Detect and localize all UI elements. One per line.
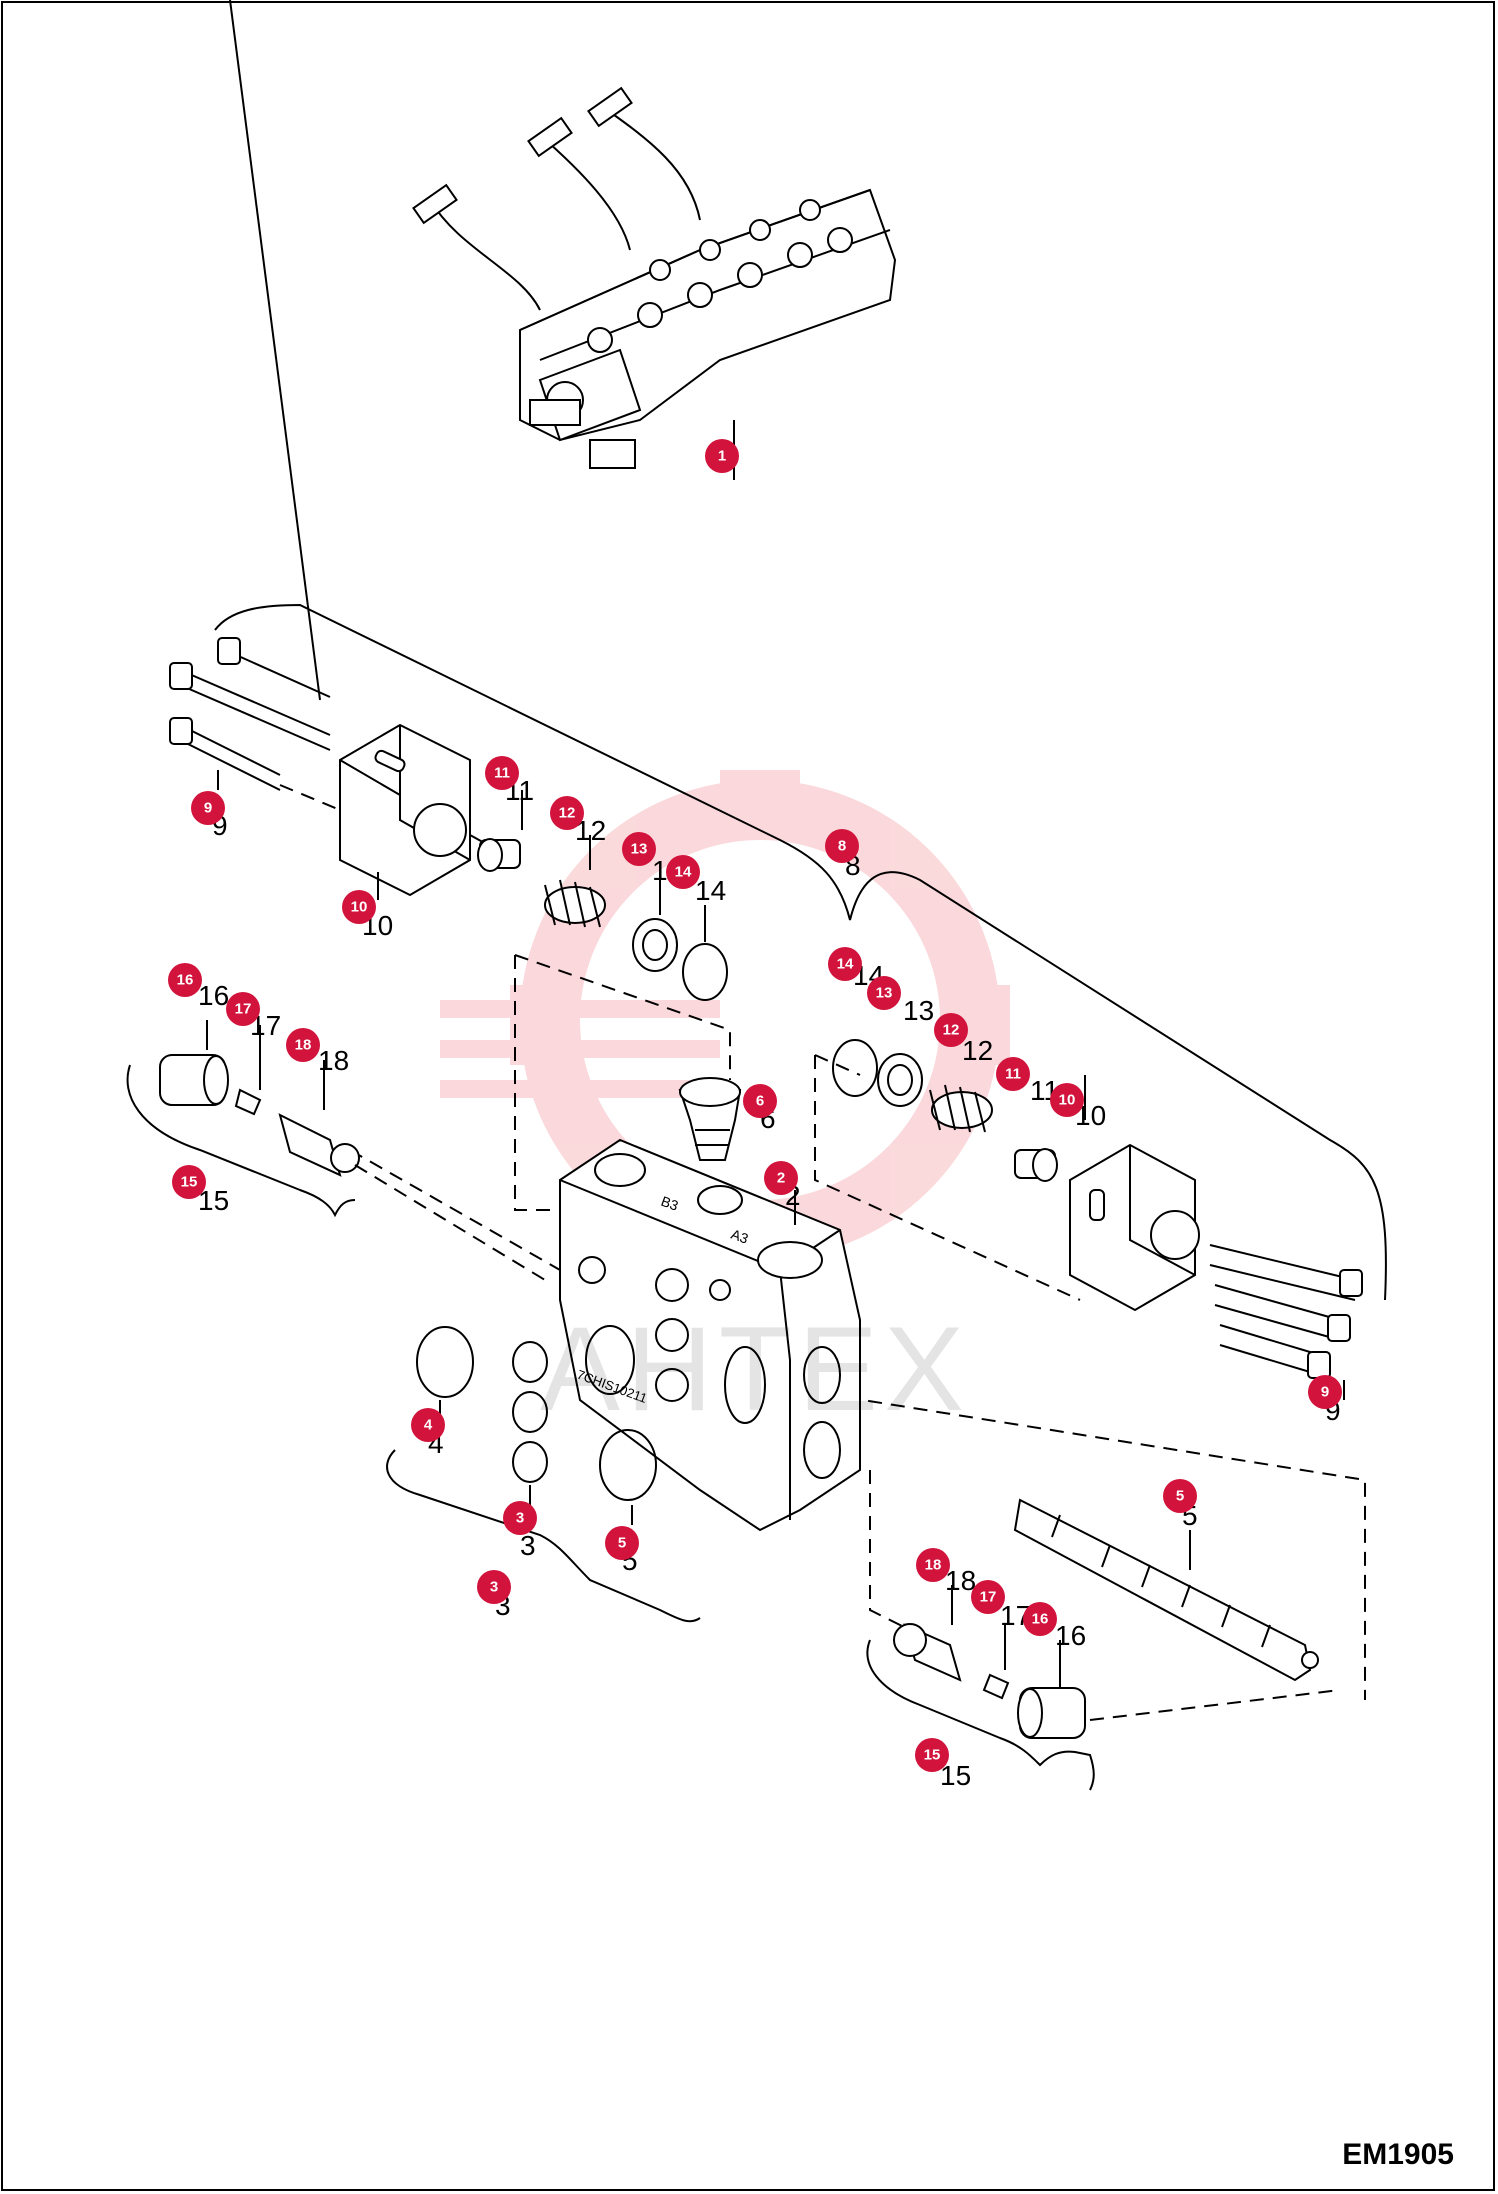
watermark-text: AHTEX [540, 1302, 971, 1436]
svg-text:18: 18 [295, 1037, 312, 1054]
svg-text:18: 18 [925, 1557, 942, 1574]
spool [1013, 1498, 1319, 1682]
svg-text:8: 8 [838, 838, 846, 855]
svg-text:17: 17 [235, 1001, 252, 1018]
callout-14-left: 14 [666, 855, 700, 889]
svg-text:14: 14 [837, 956, 854, 973]
svg-text:13: 13 [876, 985, 893, 1002]
callout-12-right: 12 [934, 1013, 968, 1047]
svg-text:14: 14 [695, 875, 726, 906]
svg-text:11: 11 [494, 765, 510, 782]
relief-valve [678, 1077, 760, 1161]
valve-assembly-overview [412, 86, 897, 480]
spring-set-right [832, 1039, 1363, 1400]
callout-14-right: 14 [828, 947, 862, 981]
svg-text:5: 5 [618, 1535, 626, 1552]
svg-text:12: 12 [943, 1022, 960, 1039]
svg-text:3: 3 [520, 1530, 536, 1561]
cartridge-group-right [866, 1585, 1095, 1791]
svg-text:1: 1 [718, 448, 726, 465]
callout-1: 1 [705, 439, 739, 473]
bracket-item-15-lower [866, 1639, 1095, 1791]
callout-13-right: 13 [867, 976, 901, 1010]
svg-text:14: 14 [675, 864, 692, 881]
svg-text:15: 15 [924, 1747, 941, 1764]
svg-text:13: 13 [631, 841, 648, 858]
end-cap-left [339, 723, 471, 900]
callout-4: 3 [503, 1501, 537, 1535]
callout-10-left: 10 [342, 890, 376, 924]
svg-text:17: 17 [980, 1589, 997, 1606]
svg-text:10: 10 [351, 899, 368, 916]
callout-16-left: 16 [168, 963, 202, 997]
bolts-left [169, 0, 341, 811]
svg-text:3: 3 [516, 1510, 524, 1527]
callout-9-left: 9 [191, 791, 225, 825]
callout-17-right: 17 [971, 1580, 1005, 1614]
callout-5-right: 5 [605, 1526, 639, 1560]
callout-5-left: 4 [411, 1408, 445, 1442]
svg-text:3: 3 [490, 1579, 498, 1596]
callout-18-left: 18 [286, 1028, 320, 1062]
callout-17-left: 17 [226, 992, 260, 1026]
callout-11-right: 11 [996, 1057, 1030, 1091]
svg-text:15: 15 [181, 1174, 198, 1191]
callout-10-right: 10 [1050, 1083, 1084, 1117]
callout-9-right: 9 [1308, 1375, 1342, 1409]
callout-11-left: 11 [485, 756, 519, 790]
marking-b3: B3 [659, 1193, 681, 1214]
callout-12-left: 12 [550, 796, 584, 830]
svg-text:2: 2 [777, 1170, 785, 1187]
svg-text:16: 16 [177, 972, 194, 989]
svg-text:6: 6 [756, 1093, 764, 1110]
spring-set-left [469, 790, 728, 1001]
drawing-code: EM1905 [1342, 2138, 1454, 2171]
bracket-item-15 [126, 1064, 356, 1218]
svg-text:18: 18 [945, 1565, 976, 1596]
callout-18-right: 18 [916, 1548, 950, 1582]
callout-6: 5 [1163, 1479, 1197, 1513]
callout-15-left: 15 [172, 1165, 206, 1199]
o-rings [386, 1326, 701, 1623]
callout-16-right: 16 [1023, 1602, 1057, 1636]
valve-body: B3 A3 7CHIS10211 [559, 1138, 861, 1532]
svg-text:5: 5 [1176, 1488, 1184, 1505]
svg-text:11: 11 [1005, 1066, 1021, 1083]
svg-text:12: 12 [962, 1035, 993, 1066]
callout-2: 2 [764, 1161, 798, 1195]
callout-7: 6 [743, 1084, 777, 1118]
svg-text:16: 16 [1055, 1620, 1086, 1651]
svg-text:10: 10 [1059, 1092, 1076, 1109]
callout-13-left: 13 [622, 832, 656, 866]
svg-text:12: 12 [559, 805, 576, 822]
marking-a3: A3 [729, 1226, 751, 1247]
callout-8: 8 [825, 829, 859, 863]
callout-3: 3 [477, 1570, 511, 1604]
svg-text:9: 9 [1321, 1384, 1329, 1401]
bracket-item-8 [214, 603, 1387, 1301]
cartridge-group-left [126, 1020, 546, 1281]
svg-text:16: 16 [1032, 1611, 1049, 1628]
svg-text:18: 18 [318, 1045, 349, 1076]
bracket-item-3 [386, 1449, 701, 1623]
svg-text:9: 9 [204, 800, 212, 817]
svg-text:13: 13 [903, 995, 934, 1026]
svg-text:4: 4 [424, 1417, 433, 1434]
svg-text:16: 16 [198, 980, 229, 1011]
callout-15-right: 15 [915, 1738, 949, 1772]
